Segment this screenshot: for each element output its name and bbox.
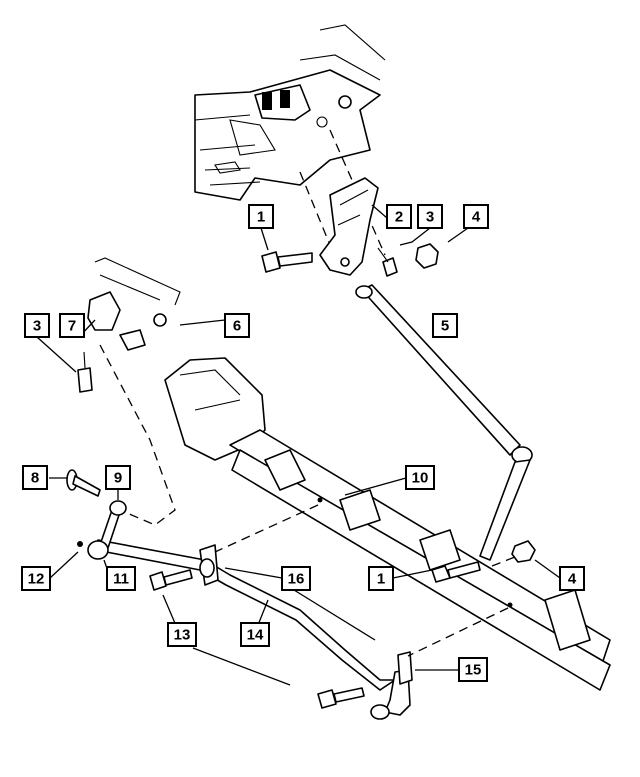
- assembly-line-bracket: [299, 171, 331, 246]
- track-bar: [355, 284, 533, 464]
- nut-upper: [415, 243, 439, 269]
- assembly-line-nut: [491, 554, 521, 567]
- upper-frame-rail: [194, 24, 386, 201]
- callout-6: 6: [224, 313, 250, 338]
- frame-rail-middle: [87, 257, 181, 351]
- callout-9: 9: [105, 465, 131, 490]
- callout-4-upper: 4: [463, 204, 489, 229]
- callout-1-upper: 1: [248, 204, 274, 229]
- stabilizer-link: [99, 500, 127, 549]
- svg-text:12: 12: [28, 571, 45, 588]
- bolt-left: [77, 351, 93, 393]
- callout-7: 7: [59, 313, 85, 338]
- assembly-line-bracket-left: [214, 504, 319, 553]
- svg-text:6: 6: [233, 318, 241, 335]
- link-nut: [77, 541, 83, 547]
- callout-3-upper: 3: [417, 204, 443, 229]
- assembly-line-bracket-right: [407, 607, 509, 657]
- callout-10: 10: [405, 465, 435, 490]
- callout-3-left: 3: [24, 313, 50, 338]
- callout-5: 5: [432, 313, 458, 338]
- svg-text:5: 5: [441, 318, 449, 335]
- bolt-upper: [261, 251, 313, 273]
- callout-4-lower: 4: [559, 566, 585, 591]
- callout-2: 2: [386, 204, 412, 229]
- svg-text:4: 4: [472, 209, 481, 226]
- svg-text:11: 11: [113, 571, 129, 588]
- svg-text:10: 10: [412, 470, 429, 487]
- callout-11: 11: [106, 566, 136, 591]
- svg-text:7: 7: [68, 318, 76, 335]
- track-bar-lower-link: [479, 459, 531, 561]
- bolt-lower: [431, 561, 481, 583]
- nut-lower: [511, 540, 536, 563]
- svg-text:3: 3: [33, 318, 41, 335]
- leader-lines: [36, 204, 561, 686]
- svg-text:3: 3: [426, 209, 434, 226]
- svg-text:4: 4: [568, 571, 577, 588]
- svg-text:14: 14: [247, 627, 264, 644]
- bracket-bolt-left: [149, 569, 193, 591]
- svg-text:1: 1: [377, 571, 385, 588]
- svg-text:16: 16: [288, 571, 305, 588]
- callout-14: 14: [240, 622, 270, 647]
- svg-text:13: 13: [174, 627, 191, 644]
- bracket-bolt-right: [317, 687, 365, 709]
- track-bar-bracket: [319, 177, 379, 276]
- svg-text:1: 1: [257, 209, 265, 226]
- link-bolt: [66, 469, 101, 497]
- assembly-line-link: [99, 344, 176, 526]
- bolt-small-upper: [377, 247, 398, 277]
- callout-16: 16: [281, 566, 311, 591]
- stabilizer-bracket-left: [199, 544, 219, 586]
- callout-13: 13: [167, 622, 197, 647]
- callout-8: 8: [22, 465, 48, 490]
- axle-housing: [164, 357, 611, 691]
- svg-text:2: 2: [395, 209, 403, 226]
- stabilizer-bracket-right: [397, 651, 413, 685]
- link-bushing: [87, 540, 109, 560]
- callout-15: 15: [458, 657, 488, 682]
- callout-1-lower: 1: [368, 566, 394, 591]
- svg-text:8: 8: [31, 470, 39, 487]
- callout-12: 12: [21, 566, 51, 591]
- svg-text:9: 9: [114, 470, 122, 487]
- svg-text:15: 15: [465, 662, 482, 679]
